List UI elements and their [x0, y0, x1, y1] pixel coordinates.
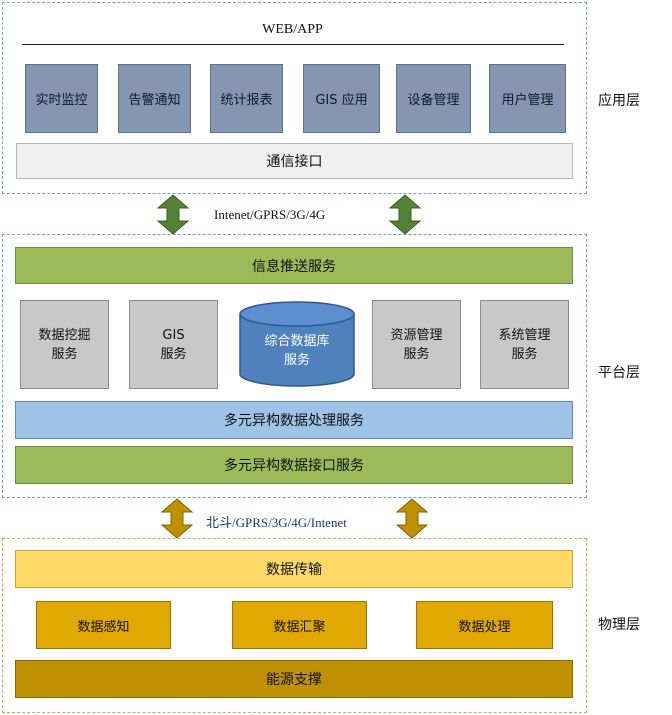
platform-layer-label: 平台层: [598, 365, 640, 381]
application-layer-frame: [2, 2, 587, 194]
data-transmission: 数据传输: [15, 550, 573, 588]
application-layer-label: 应用层: [598, 93, 640, 109]
resource-management-service: 资源管理 服务: [372, 300, 461, 389]
system-service-line2: 服务: [511, 346, 538, 362]
heterogeneous-data-processing-service: 多元异构数据处理服务: [15, 401, 573, 439]
system-management-service: 系统管理 服务: [480, 300, 569, 389]
integrated-database-service: 综合数据库 服务: [238, 322, 356, 380]
module-alarm-notification: 告警通知: [118, 64, 191, 133]
database-service-line1: 综合数据库: [264, 334, 330, 349]
heterogeneous-data-interface-service: 多元异构数据接口服务: [15, 446, 573, 484]
gis-service: GIS 服务: [129, 300, 218, 389]
data-sensing-unit: 数据感知: [36, 601, 171, 649]
physical-layer-frame: [2, 538, 587, 713]
database-service-line2: 服务: [283, 353, 310, 368]
platform-layer-frame: [2, 234, 587, 498]
resource-service-line2: 服务: [403, 346, 430, 362]
gis-service-line2: 服务: [160, 346, 187, 362]
module-gis-application: GIS 应用: [303, 64, 380, 133]
database-cylinder-icon: [239, 301, 355, 387]
module-statistics-report: 统计报表: [210, 64, 283, 133]
gis-service-line1: GIS: [162, 327, 185, 343]
double-arrow-icon-left-top: [156, 194, 190, 235]
double-arrow-icon-right-top: [388, 194, 422, 235]
module-realtime-monitoring: 实时监控: [25, 64, 98, 133]
network-link-label-top: Intenet/GPRS/3G/4G: [214, 207, 326, 222]
network-link-label-bottom: 北斗/GPRS/3G/4G/Intenet: [206, 515, 347, 530]
app-title-underline: [22, 44, 564, 45]
data-aggregation-unit: 数据汇聚: [232, 601, 367, 649]
energy-support: 能源支撑: [15, 660, 573, 698]
communication-interface: 通信接口: [16, 143, 573, 179]
data-mining-service-line1: 数据挖掘: [38, 327, 91, 343]
resource-service-line1: 资源管理: [390, 327, 443, 343]
app-title: WEB/APP: [262, 22, 323, 37]
info-push-service: 信息推送服务: [15, 247, 573, 284]
double-arrow-icon-right-bottom: [395, 498, 429, 539]
module-device-management: 设备管理: [396, 64, 471, 133]
data-mining-service: 数据挖掘 服务: [20, 300, 109, 389]
physical-layer-label: 物理层: [598, 617, 640, 633]
system-service-line1: 系统管理: [498, 327, 551, 343]
data-processing-unit: 数据处理: [416, 601, 553, 649]
data-mining-service-line2: 服务: [51, 346, 78, 362]
double-arrow-icon-left-bottom: [160, 498, 194, 539]
module-user-management: 用户管理: [489, 64, 566, 133]
